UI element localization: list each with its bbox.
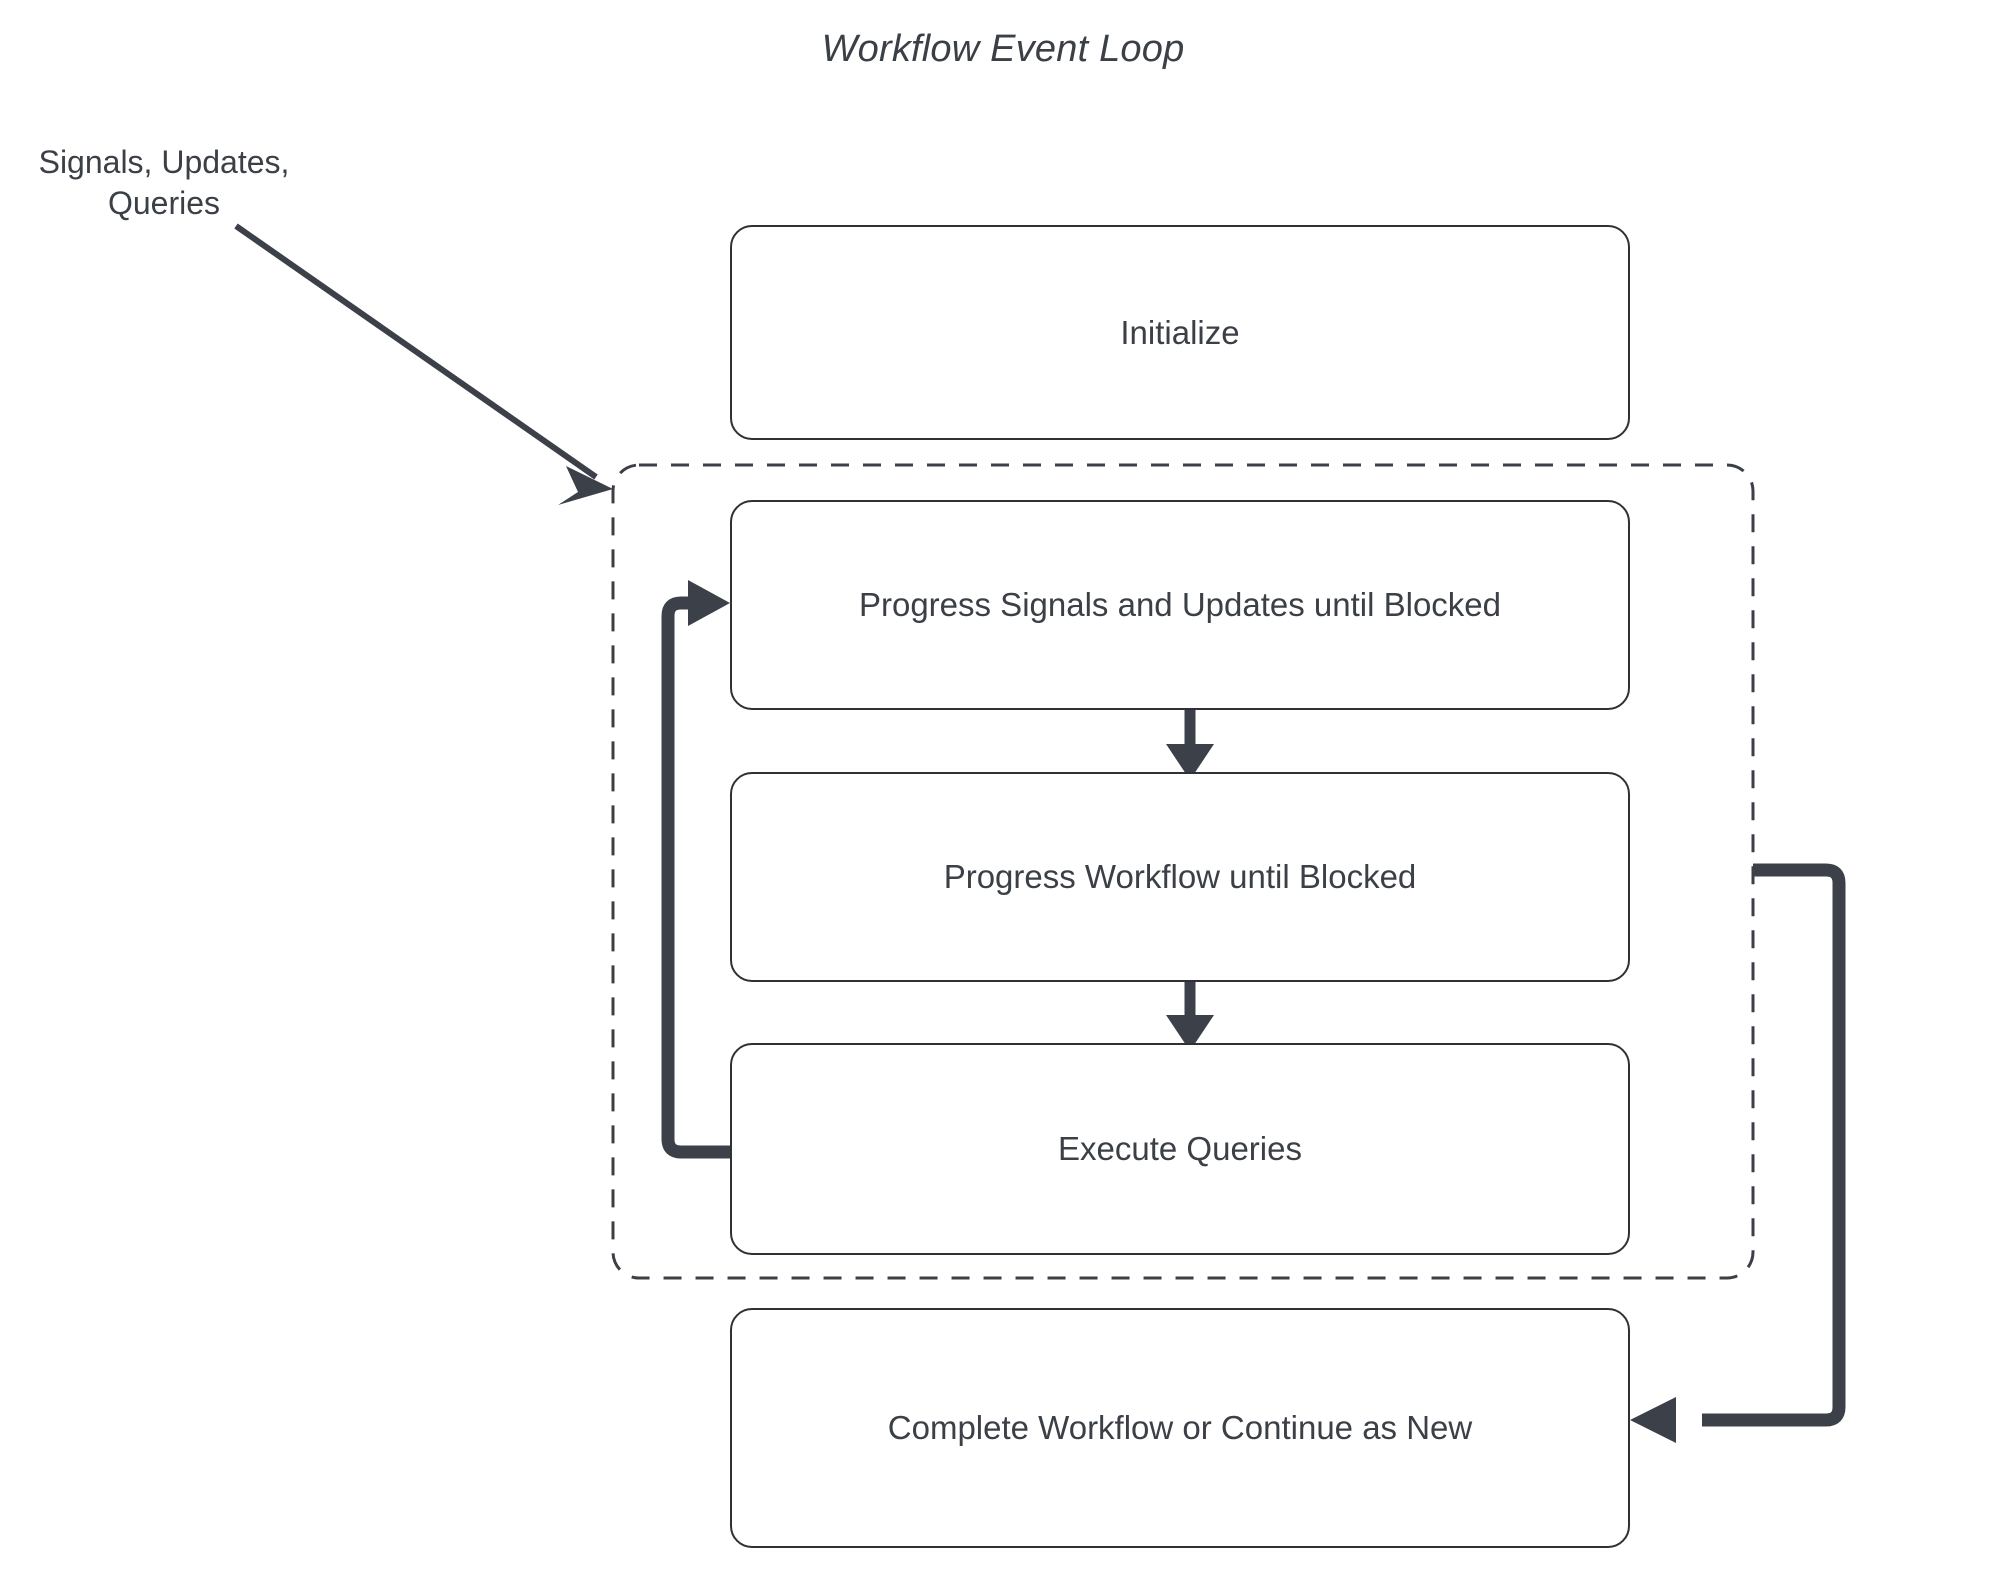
node-complete-workflow[interactable]: Complete Workflow or Continue as New — [730, 1308, 1630, 1548]
node-complete-workflow-label: Complete Workflow or Continue as New — [887, 1409, 1473, 1447]
node-progress-signals-updates-label: Progress Signals and Updates until Block… — [858, 586, 1502, 624]
node-execute-queries-label: Execute Queries — [1058, 1130, 1302, 1168]
node-execute-queries[interactable]: Execute Queries — [730, 1043, 1630, 1255]
signals-updates-queries-label: Signals, Updates, Queries — [38, 144, 290, 221]
signals-into-loop-arrow — [234, 223, 613, 505]
queries-loop-back-arrow — [661, 580, 730, 1159]
page-title: Workflow Event Loop — [821, 28, 1185, 70]
node-progress-signals-updates[interactable]: Progress Signals and Updates until Block… — [730, 500, 1630, 710]
node-progress-workflow[interactable]: Progress Workflow until Blocked — [730, 772, 1630, 982]
node-progress-workflow-label: Progress Workflow until Blocked — [943, 858, 1417, 896]
signals-to-workflow-arrow — [1166, 710, 1214, 780]
node-initialize-label: Initialize — [1120, 313, 1240, 351]
loop-to-complete-arrow — [1630, 863, 1846, 1443]
workflow-to-queries-arrow — [1166, 982, 1214, 1051]
node-initialize[interactable]: Initialize — [730, 225, 1630, 440]
